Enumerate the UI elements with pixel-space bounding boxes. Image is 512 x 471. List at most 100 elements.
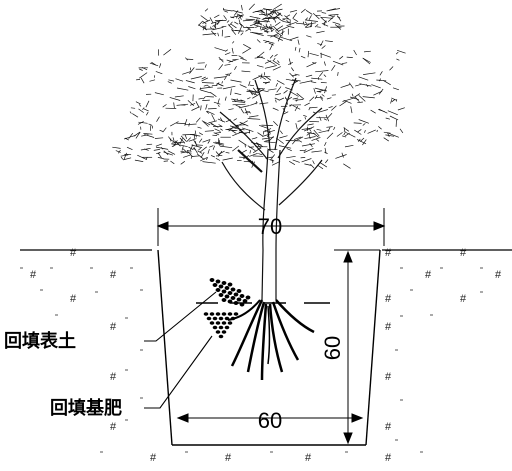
fertilizer-dot	[204, 312, 209, 316]
canopy-twig	[246, 19, 256, 20]
canopy-twig	[124, 135, 136, 139]
canopy-twig	[229, 73, 232, 75]
canopy-twig	[279, 26, 289, 31]
canopy-twig	[249, 116, 258, 118]
canopy-twig	[302, 144, 315, 146]
canopy-twig	[237, 99, 238, 101]
canopy-twig	[141, 78, 144, 83]
canopy-twig	[273, 121, 278, 126]
canopy-twig	[322, 94, 325, 96]
canopy-twig	[328, 113, 332, 117]
canopy-twig	[309, 97, 314, 102]
canopy-twig	[322, 13, 326, 14]
canopy-twig	[298, 40, 299, 45]
canopy-twig	[139, 104, 141, 106]
canopy-twig	[273, 108, 279, 110]
canopy-twig	[276, 100, 277, 103]
canopy-twig	[247, 98, 250, 99]
canopy-twig	[343, 164, 350, 169]
soil-hatch-mark: #	[110, 371, 117, 383]
canopy-twig	[258, 133, 264, 137]
canopy-twig	[391, 99, 392, 103]
soil-hatch-mark: #	[425, 269, 432, 281]
canopy-twig	[225, 64, 231, 65]
canopy-twig	[202, 77, 206, 79]
fertilizer-dot	[216, 321, 221, 325]
canopy-twig	[317, 91, 321, 92]
canopy-twig	[355, 84, 361, 86]
canopy-twig	[214, 15, 219, 18]
soil-hatch-mark: #	[385, 293, 392, 305]
canopy-twig	[284, 112, 289, 114]
canopy-twig	[341, 85, 350, 88]
canopy-twig	[202, 83, 214, 84]
canopy-twig	[301, 56, 305, 58]
canopy-twig	[376, 80, 386, 81]
canopy-twig	[192, 156, 200, 157]
canopy-twig	[231, 80, 242, 82]
canopy-twig	[206, 97, 214, 98]
fertilizer-dot	[213, 326, 218, 330]
canopy-twig	[250, 85, 254, 86]
canopy-twig	[275, 94, 281, 95]
canopy-twig	[239, 140, 247, 145]
canopy-twig	[150, 80, 156, 82]
fertilizer-dot	[222, 330, 227, 334]
fertilizer-label: 回填基肥	[50, 397, 122, 418]
canopy-twig	[325, 160, 328, 164]
canopy-twig	[273, 61, 280, 65]
canopy-twig	[354, 123, 362, 124]
canopy-twig	[244, 121, 248, 123]
depth-label: 60	[320, 336, 345, 360]
topsoil-dot	[228, 300, 233, 304]
canopy-twig	[384, 138, 389, 141]
canopy-twig	[310, 107, 318, 108]
canopy-twig	[324, 142, 326, 146]
topsoil-dot	[246, 296, 251, 300]
canopy-twig	[371, 85, 380, 88]
canopy-twig	[312, 151, 322, 152]
canopy-twig	[360, 138, 364, 142]
canopy-twig	[172, 142, 185, 143]
fertilizer-dot	[231, 317, 236, 321]
canopy-twig	[286, 120, 289, 122]
canopy-twig	[274, 27, 279, 33]
canopy-twig	[276, 83, 278, 87]
canopy-twig	[317, 129, 322, 130]
canopy-twig	[234, 66, 236, 70]
canopy-twig	[338, 72, 339, 76]
canopy-twig	[298, 121, 302, 122]
canopy-twig	[310, 164, 314, 168]
canopy-twig	[232, 48, 233, 54]
fertilizer-dot	[213, 317, 218, 321]
canopy-twig	[269, 160, 274, 162]
topsoil-dot	[213, 283, 218, 287]
canopy-twig	[357, 102, 363, 103]
canopy-twig	[344, 100, 352, 103]
tree-canopy	[112, 4, 405, 169]
canopy-twig	[186, 81, 195, 83]
canopy-twig	[309, 15, 312, 19]
canopy-twig	[324, 75, 326, 77]
canopy-twig	[317, 27, 321, 28]
fertilizer-dot	[216, 330, 221, 334]
canopy-twig	[255, 26, 258, 27]
canopy-twig	[295, 100, 303, 101]
canopy-twig	[396, 59, 399, 60]
canopy-twig	[220, 129, 222, 131]
canopy-twig	[192, 107, 200, 111]
canopy-twig	[155, 138, 163, 139]
fertilizer-dot	[210, 321, 215, 325]
canopy-twig	[354, 50, 357, 55]
canopy-twig	[257, 65, 264, 67]
canopy-twig	[287, 15, 291, 17]
canopy-twig	[383, 80, 390, 84]
canopy-twig	[139, 69, 143, 71]
canopy-twig	[168, 80, 174, 81]
soil-hatch-mark: #	[150, 452, 157, 464]
canopy-twig	[319, 72, 323, 76]
canopy-twig	[250, 16, 261, 18]
topsoil-dot	[210, 278, 215, 282]
canopy-twig	[203, 162, 216, 164]
